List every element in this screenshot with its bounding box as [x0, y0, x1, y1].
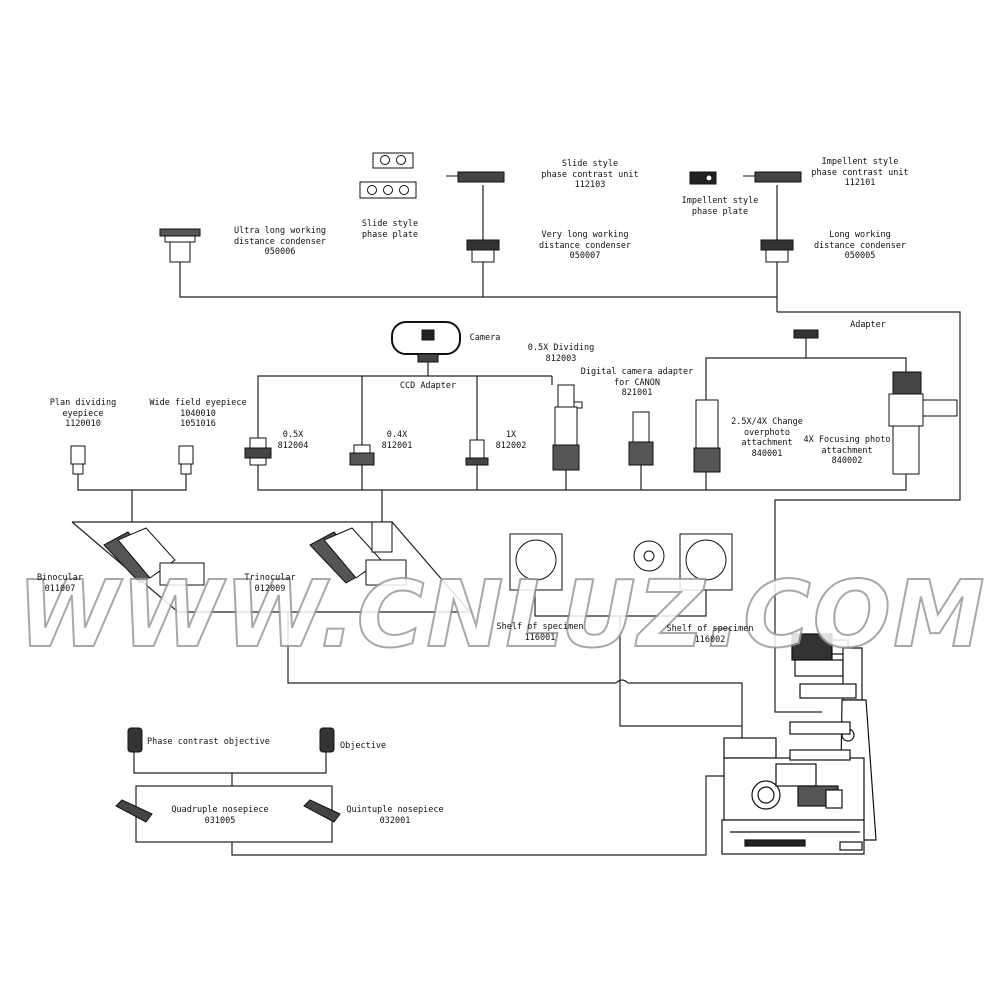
quintuple-nosepiece-icon — [303, 799, 341, 823]
quadruple-nosepiece-icon — [115, 799, 153, 823]
trinocular-head-icon — [309, 521, 407, 586]
ultra-long-condenser-icon — [159, 228, 201, 263]
long-condenser-icon — [760, 239, 794, 263]
wide-field-eyepiece-icon — [178, 445, 194, 475]
specimen-shelf-2-icon — [633, 533, 733, 591]
watermark: WWW.CNLUZ.COM — [16, 560, 987, 669]
phase-objective-icon — [127, 727, 143, 753]
camera-icon — [391, 321, 461, 363]
focusing-photo-attachment-icon — [888, 371, 958, 475]
adapter-05x-icon — [244, 437, 272, 466]
plan-eyepiece-icon — [70, 445, 86, 475]
change-photo-attachment-icon — [693, 399, 721, 473]
specimen-shelf-1-icon — [509, 533, 563, 591]
slide-phase-plate-icon — [359, 152, 417, 199]
camera-label: Camera — [469, 333, 501, 343]
objective-icon — [319, 727, 335, 753]
dividing-05x-icon — [552, 384, 583, 471]
binocular-head-icon — [103, 527, 205, 586]
ccd-adapter-label: CCD Adapter — [399, 381, 457, 391]
impellent-phase-plate-icon — [689, 171, 717, 185]
adapter-label: Adapter — [850, 320, 886, 330]
inverted-microscope-icon — [721, 633, 877, 855]
adapter-04x-icon — [349, 444, 375, 466]
slide-phase-unit-icon — [446, 171, 505, 183]
phase-objective-label: Phase contrast objective — [147, 737, 270, 747]
objective-label: Objective — [340, 741, 387, 751]
canon-adapter-icon — [628, 411, 654, 466]
adapter-icon — [793, 329, 819, 339]
very-long-condenser-icon — [466, 239, 500, 263]
impellent-phase-unit-icon — [743, 171, 802, 183]
adapter-1x-icon — [465, 439, 489, 466]
